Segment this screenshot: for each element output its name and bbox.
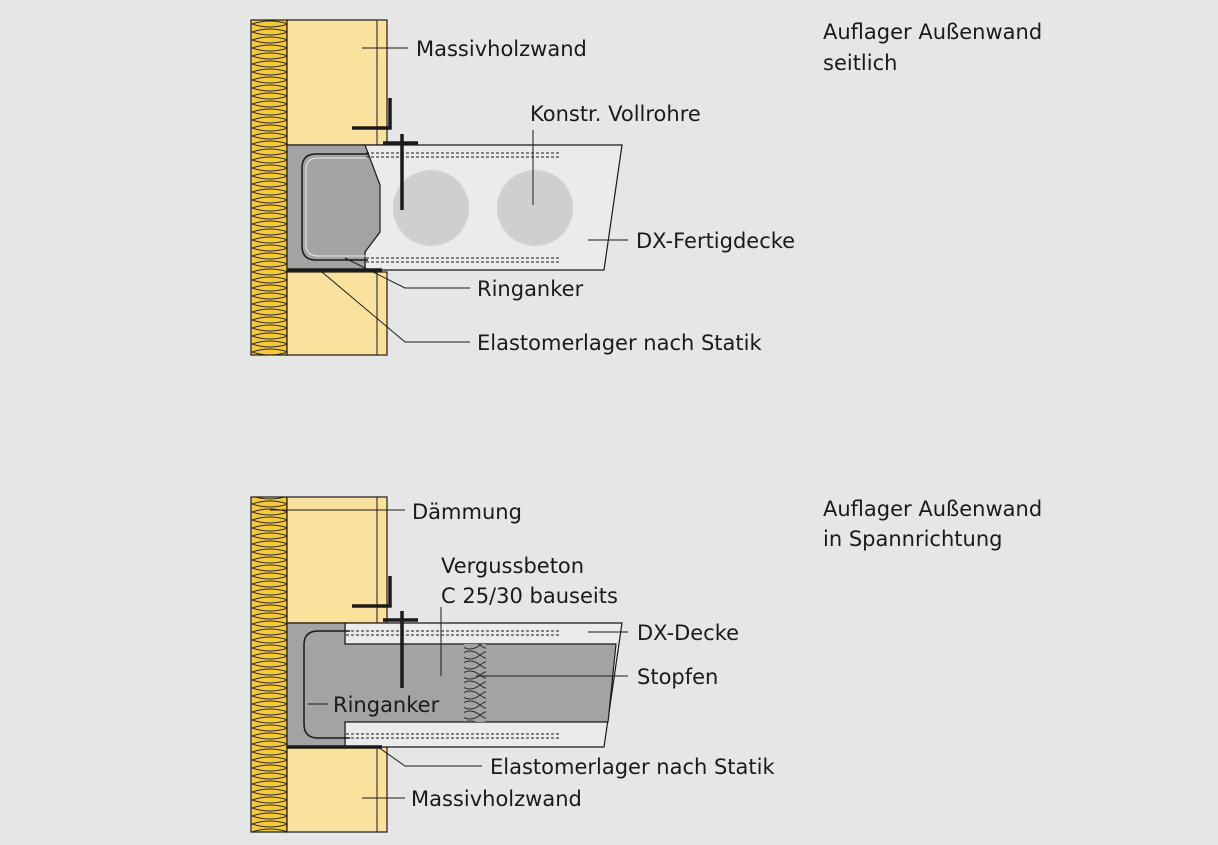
label-dx-decke: DX-Decke <box>637 621 739 645</box>
label-elastomerlager-bottom: Elastomerlager nach Statik <box>490 755 775 779</box>
detail-bottom: Dämmung Vergussbeton C 25/30 bauseits DX… <box>250 496 1042 833</box>
timber-wall-upper <box>286 496 388 624</box>
label-daemmung: Dämmung <box>412 500 522 524</box>
leader-ringanker <box>344 257 470 289</box>
timber-wall-upper <box>286 19 388 146</box>
label-ringanker-top: Ringanker <box>477 277 584 301</box>
ring-beam <box>286 144 381 271</box>
leader-elastomerlager <box>377 746 482 767</box>
label-vollrohre: Konstr. Vollrohre <box>530 102 701 126</box>
hollow-core-2 <box>497 170 573 246</box>
insulation-hatch <box>251 20 287 355</box>
detail-title-bottom-line1: Auflager Außenwand <box>823 497 1042 521</box>
label-vergussbeton-line2: C 25/30 bauseits <box>441 584 618 608</box>
label-stopfen: Stopfen <box>637 665 718 689</box>
plug-hatch <box>464 644 486 722</box>
detail-title-top-line1: Auflager Außenwand <box>823 20 1042 44</box>
label-massivholzwand-bottom: Massivholzwand <box>411 787 582 811</box>
timber-wall-lower <box>286 271 388 356</box>
angle-bracket <box>352 576 418 688</box>
hollow-core-1 <box>393 170 469 246</box>
label-vergussbeton-line1: Vergussbeton <box>441 554 584 578</box>
label-ringanker-bottom: Ringanker <box>333 693 440 717</box>
insulation-hatch <box>251 497 287 832</box>
timber-wall-lower <box>286 746 388 833</box>
label-fertigdecke: DX-Fertigdecke <box>636 229 795 253</box>
rebar-loop <box>301 153 368 261</box>
rebar-loop-inner <box>305 157 368 257</box>
detail-top: Massivholzwand Konstr. Vollrohre DX-Fert… <box>250 19 1042 356</box>
leader-elastomerlager <box>321 271 470 343</box>
rebar-loop <box>303 630 350 739</box>
detail-title-top-line2: seitlich <box>823 51 897 75</box>
label-massivholzwand-top: Massivholzwand <box>416 37 587 61</box>
angle-bracket <box>352 98 418 210</box>
label-elastomerlager-top: Elastomerlager nach Statik <box>477 331 762 355</box>
detail-title-bottom-line2: in Spannrichtung <box>823 527 1002 551</box>
